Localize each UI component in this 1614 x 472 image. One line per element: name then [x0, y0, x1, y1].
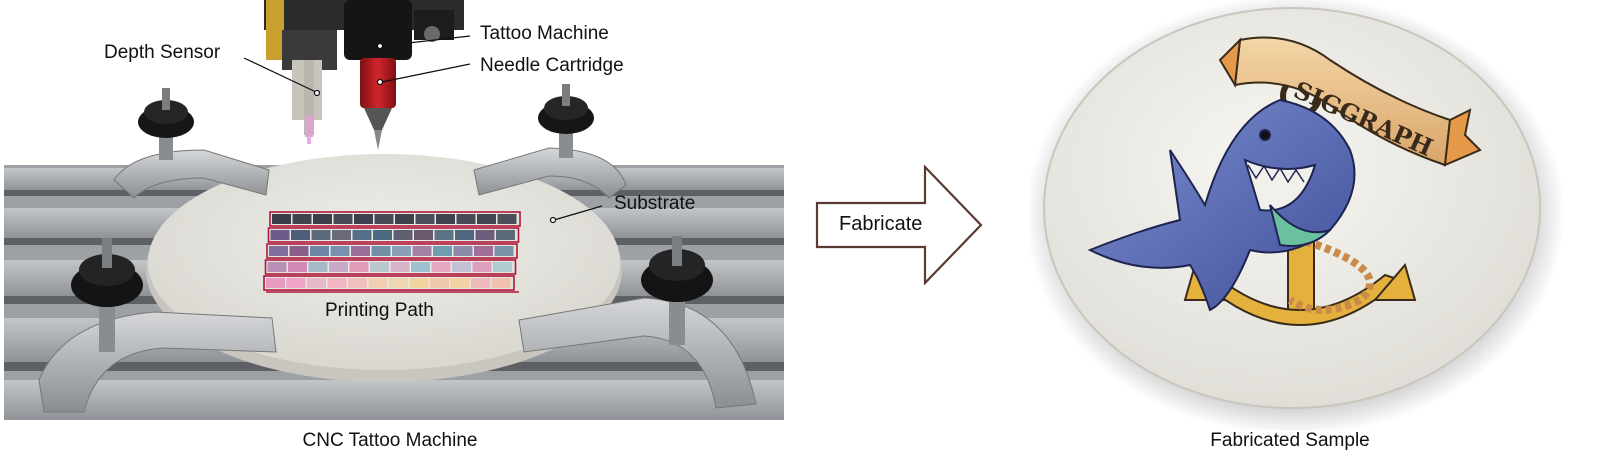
ink-swatch: [289, 246, 309, 256]
cnc-machine-illustration: [4, 0, 784, 420]
ink-swatch: [327, 278, 347, 288]
ink-swatch: [471, 278, 490, 288]
leader-lines: [243, 35, 603, 224]
ink-swatch: [477, 214, 496, 224]
ink-swatch: [370, 262, 389, 272]
ink-swatch: [373, 230, 392, 240]
ink-swatch: [411, 262, 430, 272]
needle-cartridge: [360, 58, 396, 150]
ink-swatch: [313, 214, 332, 224]
needle-cartridge-label: Needle Cartridge: [480, 55, 624, 76]
ink-swatch: [430, 278, 449, 288]
ink-swatch: [409, 278, 429, 288]
clamp-bottom-right: [518, 236, 757, 409]
ink-swatch: [436, 214, 455, 224]
ink-swatch: [354, 214, 373, 224]
depth-sensor-leader-dot: [313, 89, 321, 97]
printing-path-outline: [267, 227, 520, 243]
rope-graphic: [1178, 233, 1374, 314]
needle-cartridge-leader: [381, 63, 471, 83]
ink-swatch: [286, 278, 306, 288]
ink-swatch: [288, 262, 307, 272]
substrate-leader: [553, 205, 603, 221]
tattoo-artwork: SIGGRAPH: [1087, 36, 1482, 326]
left-caption: CNC Tattoo Machine: [302, 430, 478, 451]
ink-swatch: [392, 246, 411, 256]
ink-swatch: [329, 262, 348, 272]
ink-swatch: [272, 214, 291, 224]
ink-swatch: [389, 278, 408, 288]
printing-path-outline: [263, 275, 515, 291]
ink-swatch: [393, 230, 413, 240]
ink-swatch: [412, 246, 432, 256]
ink-swatch: [291, 230, 310, 240]
ink-swatch: [472, 262, 492, 272]
depth-sensor-label: Depth Sensor: [104, 42, 221, 63]
ink-swatch: [349, 262, 369, 272]
ink-swatch: [493, 262, 512, 272]
ink-swatch: [308, 262, 328, 272]
tool-head: [264, 0, 464, 150]
ink-swatch: [307, 278, 326, 288]
printing-path-outline: [264, 259, 517, 275]
ink-swatch: [455, 230, 474, 240]
fabricate-arrow: Fabricate: [815, 165, 985, 285]
clamp-top-left: [113, 88, 270, 199]
fabricated-sample-photo: SIGGRAPH: [1030, 0, 1570, 430]
ink-swatch: [415, 214, 435, 224]
ink-swatch: [414, 230, 433, 240]
ink-swatch: [450, 278, 470, 288]
ink-swatch: [453, 246, 473, 256]
tattoo-machine-label: Tattoo Machine: [480, 23, 609, 44]
ink-swatch: [351, 246, 370, 256]
clamp-top-right: [473, 84, 627, 199]
ink-swatch: [368, 278, 388, 288]
ink-swatch: [431, 262, 451, 272]
ink-swatch: [348, 278, 367, 288]
needle-cartridge-leader-dot: [376, 78, 384, 86]
ink-swatch: [266, 278, 285, 288]
tattoo-machine-leader-dot: [376, 42, 384, 50]
printing-path-outline: [266, 243, 518, 259]
ink-swatch: [433, 246, 452, 256]
arrow-shape: [815, 165, 983, 285]
ink-swatch: [494, 246, 514, 256]
ink-swatch: [371, 246, 391, 256]
ink-swatch: [292, 214, 312, 224]
tattoo-machine-leader: [381, 35, 471, 47]
ink-swatch: [475, 230, 495, 240]
shark-graphic: [1087, 98, 1356, 312]
ink-swatch: [330, 246, 350, 256]
ink-swatch: [491, 278, 511, 288]
printing-path-label: Printing Path: [325, 300, 434, 321]
ink-swatch: [434, 230, 454, 240]
printing-path-outline: [269, 211, 521, 227]
ink-swatch: [496, 230, 515, 240]
ink-swatch: [474, 246, 493, 256]
ink-swatch: [332, 230, 351, 240]
ink-swatch: [352, 230, 372, 240]
ink-swatch: [269, 246, 288, 256]
ink-swatch: [395, 214, 414, 224]
clamp-bottom-left: [38, 238, 277, 413]
ink-swatch: [267, 262, 287, 272]
printing-path-swatches: [263, 211, 521, 293]
ink-swatch: [270, 230, 290, 240]
depth-sensor: [292, 60, 322, 144]
ink-swatch: [497, 214, 517, 224]
ink-swatch: [452, 262, 471, 272]
ink-swatch: [374, 214, 394, 224]
ink-swatch: [311, 230, 331, 240]
ink-swatch: [333, 214, 353, 224]
cnc-machine-photo: Depth Sensor Tattoo Machine Needle Cartr…: [4, 0, 784, 420]
fabricate-label: Fabricate: [839, 213, 923, 235]
ink-swatch: [310, 246, 329, 256]
ink-swatch: [390, 262, 410, 272]
right-caption: Fabricated Sample: [1210, 430, 1370, 451]
substrate-leader-dot: [549, 216, 557, 224]
ink-swatch: [456, 214, 476, 224]
depth-sensor-leader: [243, 57, 317, 93]
substrate-label: Substrate: [614, 193, 696, 214]
fabricated-sample-illustration: SIGGRAPH: [1030, 0, 1565, 430]
